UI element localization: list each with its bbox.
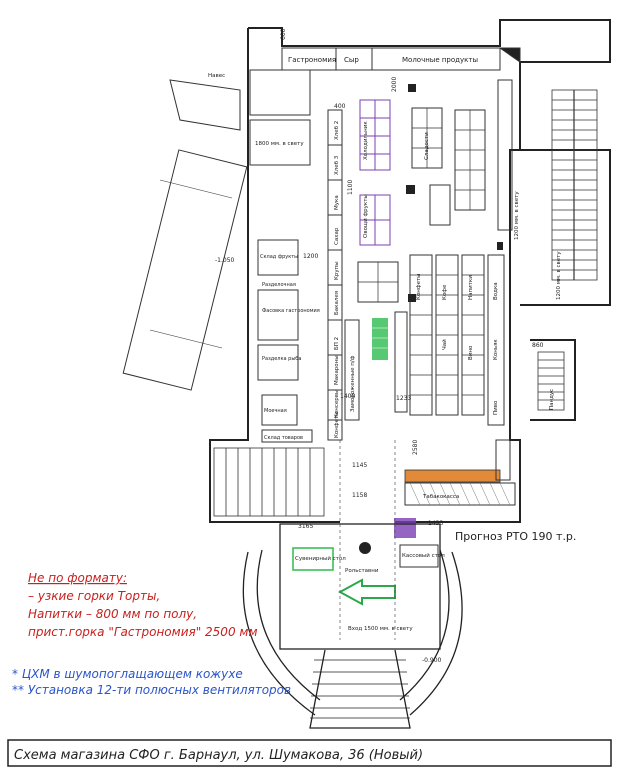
annot-entrance: Вход 1500 мм. в свету (348, 626, 413, 632)
dim-level-left: -1.050 (215, 257, 235, 264)
shelf-left-5: Бакалея (334, 291, 340, 315)
dim-1100: 1100 (347, 180, 354, 195)
dim-3165: 3165 (298, 523, 313, 530)
labels-top: Гастрономия Сыр Молочные продукты (288, 56, 478, 64)
annot-top-opening: 1200 мм. в свету (514, 191, 520, 240)
title-block: Схема магазина СФО г. Барнаул, ул. Шумак… (7, 739, 612, 767)
room-label-fish: Разделка рыба (262, 356, 301, 362)
annot-right-opening: 1200 мм. в свету (556, 251, 562, 300)
dim-1145: 1145 (352, 462, 367, 469)
zone-tobacco: Табакокасса (422, 494, 459, 500)
shelf-right-5: Водка (493, 282, 499, 300)
shelf-right-7: Пиво (493, 400, 499, 415)
room-label-cutting: Разделочная (262, 282, 296, 288)
stairs-right-upper (551, 89, 598, 281)
shelf-left-8: Консервы (334, 390, 340, 418)
shelf-right-4: Вино (468, 345, 474, 360)
stair-right-small (537, 351, 565, 411)
zone-frozen: Замороженные п/ф (350, 355, 356, 412)
shelf-left-2: Мука (334, 195, 340, 210)
dim-860: 860 (532, 342, 544, 349)
note-red-1: – узкие горки Торты, (28, 589, 160, 603)
labels-zones: Рольставни Табакокасса Холодильник Овощи… (345, 121, 459, 574)
plan-title: Схема магазина СФО г. Барнаул, ул. Шумак… (14, 748, 423, 763)
zone-fridge: Холодильник (363, 121, 369, 160)
back-rooms (249, 69, 313, 443)
room-label-storage: Склад товаров (264, 435, 303, 441)
shelf-right-3: Напитки (468, 275, 474, 300)
label-cheese: Сыр (344, 56, 359, 64)
annot-canopy: Навес (208, 73, 225, 79)
room-label-washing: Моечная (264, 408, 287, 414)
notes-red: Не по формату: – узкие горки Торты, Напи… (28, 571, 258, 639)
dim-400: 400 (334, 103, 346, 110)
entrance-vestibule (242, 523, 463, 729)
room-label-packing: Фасовка гастрономия (262, 308, 320, 314)
dim-1400: 1400 (340, 393, 355, 400)
stairs-left-lower (213, 447, 325, 517)
entrance-arrow (337, 578, 396, 606)
annot-left-booth: Сувенирный стол (295, 555, 346, 562)
pillars (359, 84, 503, 554)
note-blue-1: ** Установка 12-ти полюсных вентиляторов (12, 683, 291, 697)
top-counters (281, 47, 521, 71)
note-blue-0: * ЦХМ в шумопоглащающем кожухе (12, 667, 243, 681)
annot-ramp: Пандус (549, 389, 555, 410)
zone-roller-shutter: Рольставни (345, 568, 379, 574)
dim-1433: 1433 (428, 520, 443, 527)
labels-right-shelves: Конфеты Кофе Чай Напитки Вино Водка Конь… (416, 274, 499, 416)
label-dairy: Молочные продукты (402, 56, 478, 64)
labels-left-shelves: Хлеб 2 Хлеб 3 Мука Сахар Крупы Бакалея Б… (334, 121, 340, 438)
label-gastronomy: Гастрономия (288, 56, 336, 64)
shelf-right-0: Конфеты (416, 274, 422, 301)
dim-level-entrance: -0.900 (422, 657, 442, 664)
dim-600: 600 (280, 28, 287, 40)
shelf-left-7: Макароны (334, 355, 340, 385)
truck-and-canopy (122, 79, 248, 391)
shelf-left-1: Хлеб 3 (334, 155, 340, 175)
forecast-label: Прогноз РТО 190 т.р. (455, 530, 576, 543)
vestibule-booths (292, 544, 439, 571)
dim-1158: 1158 (352, 492, 367, 499)
grid-cells (358, 108, 485, 396)
zone-vegetables: Овощи фрукты (363, 194, 369, 238)
shelf-left-9: Конфеты (334, 412, 340, 439)
dim-2000: 2000 (391, 77, 398, 92)
shelf-left-6: БП 2 (334, 337, 340, 350)
room-label-fruit: Склад фрукты (260, 254, 298, 260)
dim-2580: 2580 (412, 440, 419, 455)
purple-entrance-block (394, 518, 416, 538)
note-red-2: Напитки – 800 мм по полу, (28, 607, 197, 621)
labels-rooms: Склад фрукты Разделочная Фасовка гастрон… (260, 254, 320, 441)
door-lines (339, 440, 396, 640)
labels-annotations: Вход 1500 мм. в свету 1800 мм. в свету 1… (208, 73, 562, 632)
zone-sweets: Сладости (424, 132, 430, 160)
dim-1233: 1233 (396, 395, 411, 402)
shelf-right-2: Чай (441, 339, 448, 350)
shelf-right-6: Коньяк (493, 339, 499, 360)
annot-right-booth: Кассовый стол (402, 552, 445, 559)
left-shelf-strip (327, 109, 343, 441)
checkout-zone (404, 439, 516, 506)
shelf-left-3: Сахар (334, 227, 340, 245)
annot-lift: 1800 мм. в свету (255, 141, 304, 147)
green-freezer (372, 318, 388, 360)
labels-dimensions: 600 400 2000 1200 1100 1400 1433 1145 11… (215, 28, 544, 664)
gondola-blocks (344, 79, 513, 426)
shelf-left-0: Хлеб 2 (334, 121, 340, 140)
note-red-3: прист.горка "Гастрономия" 2500 мм (28, 625, 258, 639)
shelf-left-4: Крупы (334, 261, 340, 280)
purple-gondolas (359, 99, 391, 246)
shelf-right-1: Кофе (442, 284, 448, 300)
dim-1200: 1200 (303, 253, 318, 260)
note-red-0: Не по формату: (28, 571, 127, 585)
notes-blue: * ЦХМ в шумопоглащающем кожухе ** Устано… (12, 667, 291, 697)
